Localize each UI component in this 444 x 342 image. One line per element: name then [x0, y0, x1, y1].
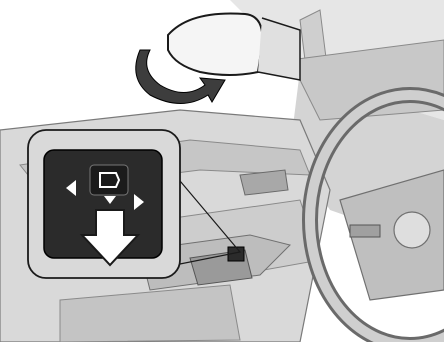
door-handle [240, 170, 288, 195]
